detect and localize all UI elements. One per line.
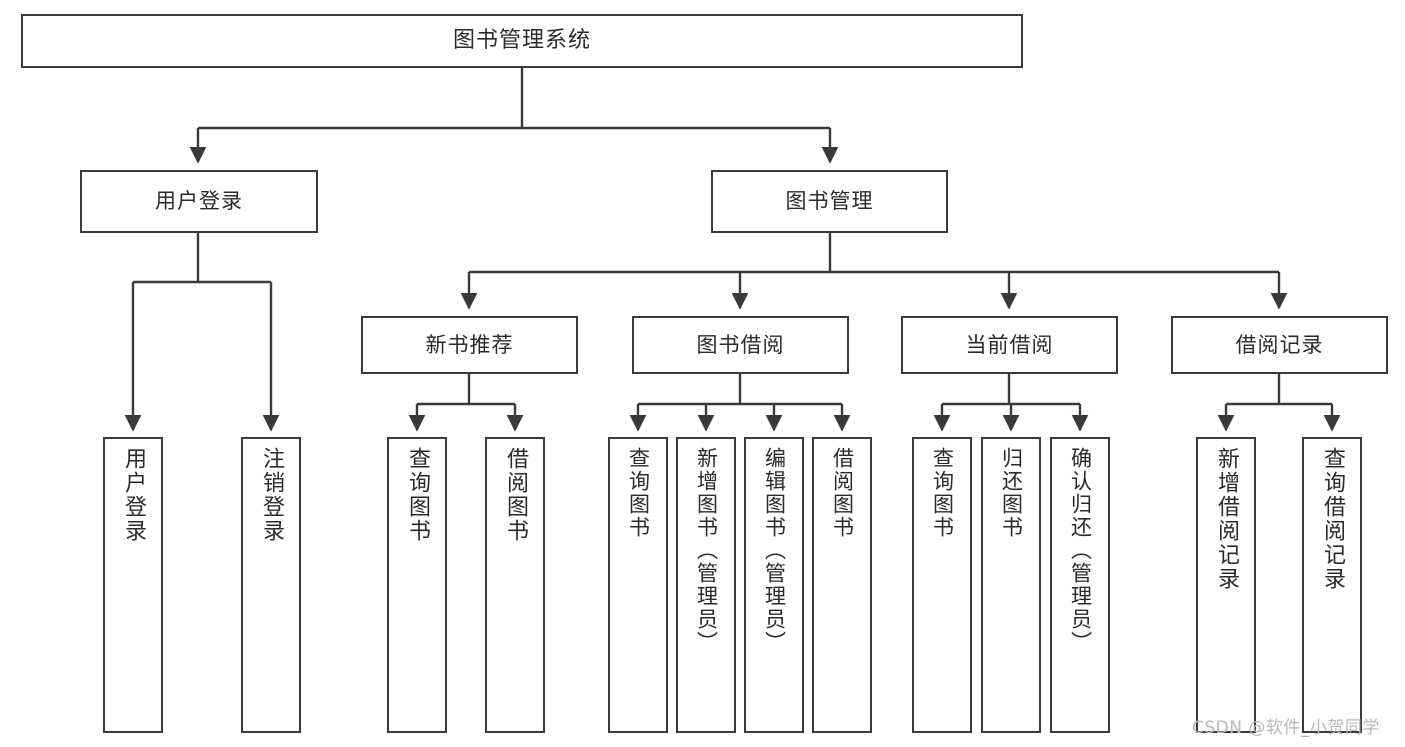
leaf-user-login[interactable]: 用户登录 <box>103 437 163 733</box>
node-book-borrow[interactable]: 图书借阅 <box>632 316 849 374</box>
node-label: 归还图书 <box>999 447 1024 539</box>
node-label: 注销登录 <box>259 447 284 543</box>
node-label: 查询图书 <box>626 447 651 539</box>
node-user-login[interactable]: 用户登录 <box>80 170 318 233</box>
node-label: 用户登录 <box>121 447 146 543</box>
leaf-add-record[interactable]: 新增借阅记录 <box>1196 437 1256 733</box>
leaf-edit-book[interactable]: 编辑图书（管理员） <box>744 437 804 733</box>
node-label: 当前借阅 <box>965 332 1054 357</box>
leaf-confirm-return[interactable]: 确认归还（管理员） <box>1050 437 1110 733</box>
node-label: 借阅记录 <box>1235 332 1324 357</box>
node-label: 确认归还（管理员） <box>1068 447 1093 654</box>
csdn-watermark: CSDN @软件_小贺同学 <box>1192 718 1380 738</box>
node-label: 借阅图书 <box>830 447 855 539</box>
node-current-borrow[interactable]: 当前借阅 <box>901 316 1118 374</box>
node-label: 图书管理 <box>785 189 874 214</box>
leaf-add-book[interactable]: 新增图书（管理员） <box>676 437 736 733</box>
node-label: 新增图书（管理员） <box>694 447 719 654</box>
node-new-book-recommend[interactable]: 新书推荐 <box>361 316 578 374</box>
node-label: 借阅图书 <box>503 447 528 543</box>
node-label: 编辑图书（管理员） <box>762 447 787 654</box>
leaf-logout[interactable]: 注销登录 <box>241 437 301 733</box>
leaf-query-book-1[interactable]: 查询图书 <box>387 437 447 733</box>
leaf-query-book-2[interactable]: 查询图书 <box>608 437 668 733</box>
node-label: 图书借阅 <box>696 332 785 357</box>
leaf-borrow-book-2[interactable]: 借阅图书 <box>812 437 872 733</box>
node-label: 图书管理系统 <box>452 28 591 54</box>
leaf-query-book-3[interactable]: 查询图书 <box>912 437 972 733</box>
node-label: 新书推荐 <box>425 332 514 357</box>
node-borrow-record[interactable]: 借阅记录 <box>1171 316 1388 374</box>
leaf-borrow-book-1[interactable]: 借阅图书 <box>485 437 545 733</box>
leaf-return-book[interactable]: 归还图书 <box>981 437 1041 733</box>
node-book-management[interactable]: 图书管理 <box>711 170 948 233</box>
node-label: 查询借阅记录 <box>1320 447 1345 591</box>
node-root-book-management-system[interactable]: 图书管理系统 <box>21 14 1023 68</box>
node-label: 用户登录 <box>155 189 243 214</box>
leaf-query-record[interactable]: 查询借阅记录 <box>1302 437 1362 733</box>
node-label: 查询图书 <box>405 447 430 543</box>
node-label: 查询图书 <box>930 447 955 539</box>
node-label: 新增借阅记录 <box>1214 447 1239 591</box>
